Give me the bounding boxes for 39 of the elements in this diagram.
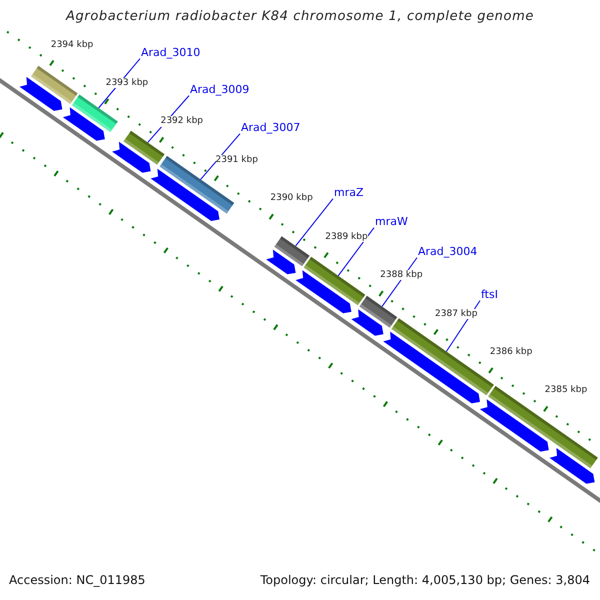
gene-bar	[31, 66, 78, 104]
scale-label: 2389 kbp	[325, 232, 368, 242]
gene-bar	[72, 94, 118, 132]
gene-feature	[351, 309, 384, 336]
footer-text: Topology: circular; Length: 4,005,130 bp; Genes: 3,804	[260, 574, 590, 588]
footer-text: Accession: NC_011985	[9, 574, 146, 588]
leader-line	[295, 198, 334, 246]
scale-label: 2385 kbp	[544, 385, 588, 396]
leader-line	[200, 133, 240, 180]
scale-label: 2387 kbp	[435, 308, 478, 319]
scale-label: 2390 kbp	[270, 193, 313, 204]
gene-feature	[550, 448, 595, 484]
gene-bar	[304, 256, 366, 306]
scale-label: 2393 kbp	[106, 78, 148, 88]
scale-label: 2391 kbp	[216, 154, 258, 166]
gene-feature	[150, 168, 220, 221]
gene-name: Arad_3009	[190, 84, 250, 97]
gene-name: mraW	[375, 216, 408, 229]
gene-feature	[266, 250, 296, 274]
gene-bar	[124, 130, 165, 165]
scale-label: 2388 kbp	[380, 270, 423, 280]
gene-feature	[296, 270, 352, 314]
gene-name: Arad_3007	[241, 122, 300, 135]
gene-feature	[62, 107, 105, 141]
scale-label: 2392 kbp	[160, 116, 204, 127]
gene-name: ftsI	[481, 289, 498, 302]
gene-name: Arad_3004	[418, 246, 478, 259]
gene-name: Arad_3010	[141, 47, 200, 60]
gene-feature	[20, 76, 62, 111]
scale-label: 2394 kbp	[50, 40, 94, 50]
gene-bar	[359, 296, 398, 328]
gene-feature	[383, 332, 480, 404]
gene-bar	[274, 236, 310, 266]
gene-feature	[112, 142, 151, 173]
gene-bar	[488, 386, 598, 468]
gene-name: mraZ	[334, 187, 364, 200]
scale-label: 2386 kbp	[490, 346, 532, 358]
title: Agrobacterium radiobacter K84 chromosome 1, complete genome	[64, 10, 535, 25]
gene-feature	[480, 399, 549, 452]
